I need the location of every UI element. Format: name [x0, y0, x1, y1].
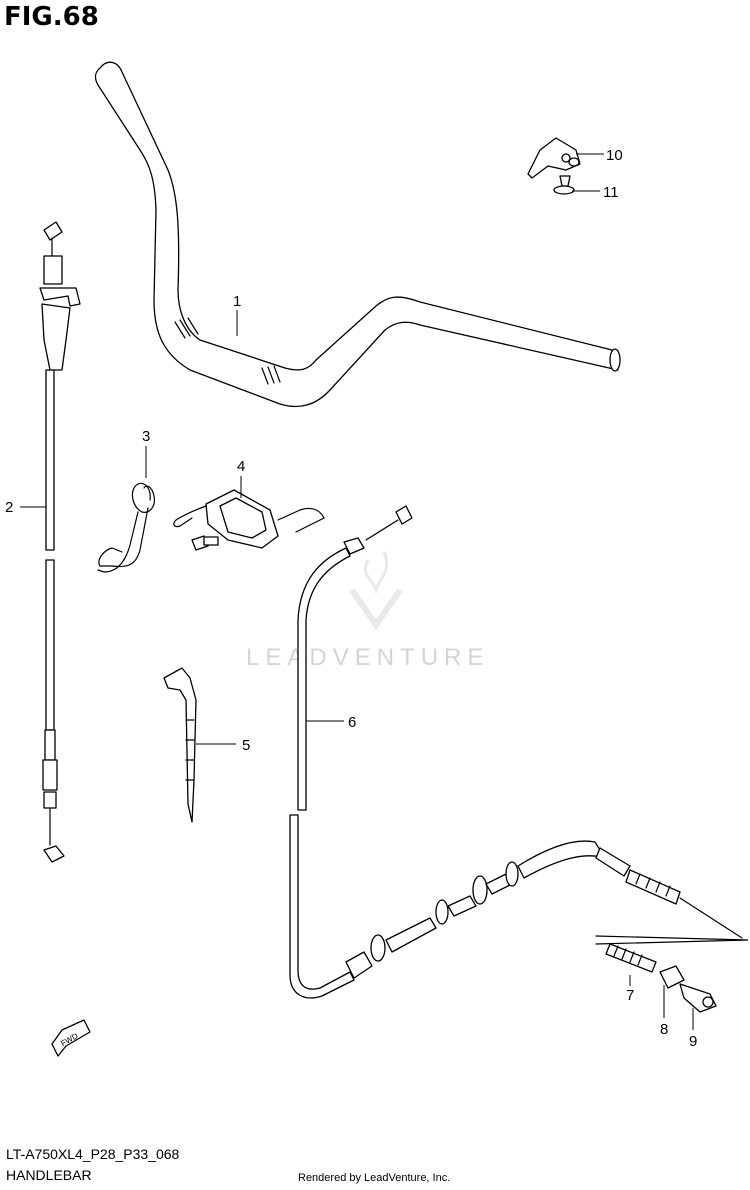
leader-lines: [20, 153, 694, 1030]
brake-cable-part-6[interactable]: [289, 505, 743, 999]
fwd-arrow-icon: FWD: [51, 1019, 91, 1057]
callout-2: 2: [5, 499, 13, 516]
callout-5: 5: [242, 737, 250, 754]
throttle-cable-part-2[interactable]: [39, 221, 81, 863]
wire-clip-part-3[interactable]: [97, 482, 155, 573]
handlebar-part-1[interactable]: [94, 61, 621, 408]
group-bracket-line: [595, 935, 749, 945]
callout-10: 10: [606, 147, 623, 164]
figure-title: FIG.68: [4, 2, 99, 32]
rendered-by-credit: Rendered by LeadVenture, Inc.: [298, 1172, 451, 1184]
callout-1: 1: [233, 293, 241, 310]
watermark-logo: [349, 551, 403, 631]
watermark-text: LEADVENTURE: [246, 644, 490, 671]
callout-8: 8: [660, 1021, 668, 1038]
screw-part-11[interactable]: [553, 175, 575, 195]
diagram-code: LT-A750XL4_P28_P33_068: [6, 1146, 180, 1162]
callout-11: 11: [603, 184, 619, 201]
collar-part-8[interactable]: [659, 965, 685, 989]
callout-3: 3: [142, 428, 150, 445]
bracket-part-10[interactable]: [527, 137, 581, 179]
callout-7: 7: [626, 987, 634, 1004]
callout-6: 6: [348, 714, 356, 731]
callout-9: 9: [689, 1033, 697, 1050]
cable-tie-part-5[interactable]: [163, 667, 197, 823]
callout-labels: 1 2 3 4 5 6 7 8 9 10 11: [5, 147, 697, 1050]
spring-part-7[interactable]: [605, 943, 657, 973]
cable-end-part-9[interactable]: [679, 983, 717, 1013]
callout-4: 4: [237, 458, 245, 475]
diagram-caption: HANDLEBAR: [6, 1167, 92, 1183]
holder-bracket-part-4[interactable]: [173, 489, 325, 551]
